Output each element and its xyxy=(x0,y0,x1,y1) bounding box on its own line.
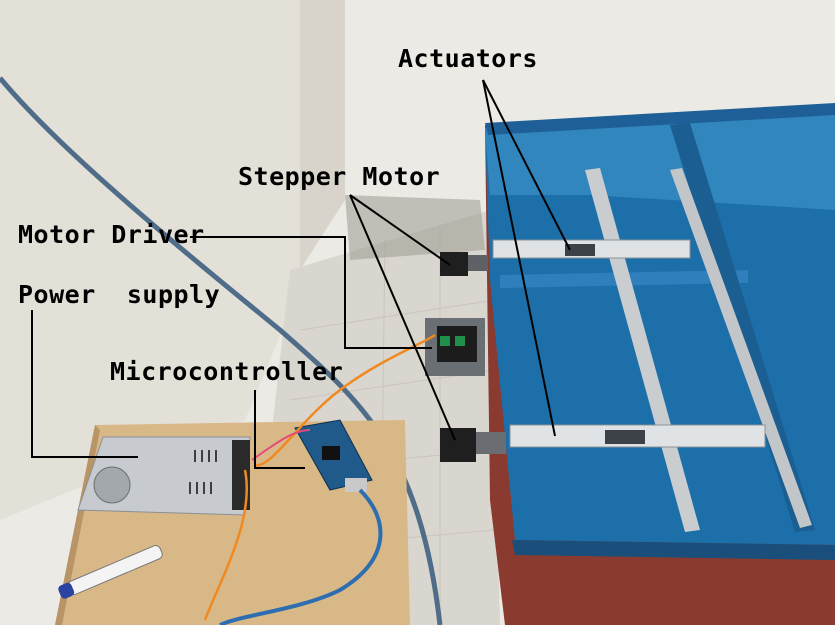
pointer-stepper-bottom xyxy=(349,194,456,441)
label-motor-driver: Motor Driver xyxy=(18,220,205,249)
cable xyxy=(0,76,443,625)
pointer-actuators-bottom xyxy=(482,79,556,437)
wire-pink xyxy=(251,429,311,461)
marker-pen xyxy=(58,545,163,599)
pointer-motor-driver xyxy=(190,236,432,349)
label-actuators: Actuators xyxy=(398,44,538,73)
actuator-top xyxy=(492,239,691,259)
left-wall xyxy=(0,0,330,520)
pointer-power-supply xyxy=(31,310,138,458)
wire-orange xyxy=(254,333,436,467)
pointer-actuators-top xyxy=(482,79,571,251)
stepper-motor-bottom xyxy=(440,428,506,462)
wire-orange-2 xyxy=(203,469,248,621)
tank-rim-top xyxy=(485,103,835,135)
power-supply-unit xyxy=(77,436,251,516)
motor-driver-board xyxy=(425,318,485,376)
tank-back-water xyxy=(485,110,835,210)
label-microcontroller: Microcontroller xyxy=(110,357,344,386)
usb-cable xyxy=(219,488,383,625)
wall-corner-shadow xyxy=(300,0,345,270)
label-power-supply: Power supply xyxy=(18,280,221,309)
annotation-lines xyxy=(31,79,571,469)
microcontroller-board xyxy=(294,419,373,492)
tank-frame-diagonal xyxy=(670,123,815,532)
actuator-bottom xyxy=(509,424,766,448)
table-edge xyxy=(55,425,100,625)
rail-right xyxy=(670,168,812,528)
stepper-motor-top xyxy=(440,252,488,276)
tank-rim-bottom xyxy=(512,540,835,560)
label-stepper-motor: Stepper Motor xyxy=(238,162,441,191)
pointer-microcontroller xyxy=(254,390,305,469)
wall-stain xyxy=(345,195,485,260)
pointer-stepper-top xyxy=(349,194,451,266)
